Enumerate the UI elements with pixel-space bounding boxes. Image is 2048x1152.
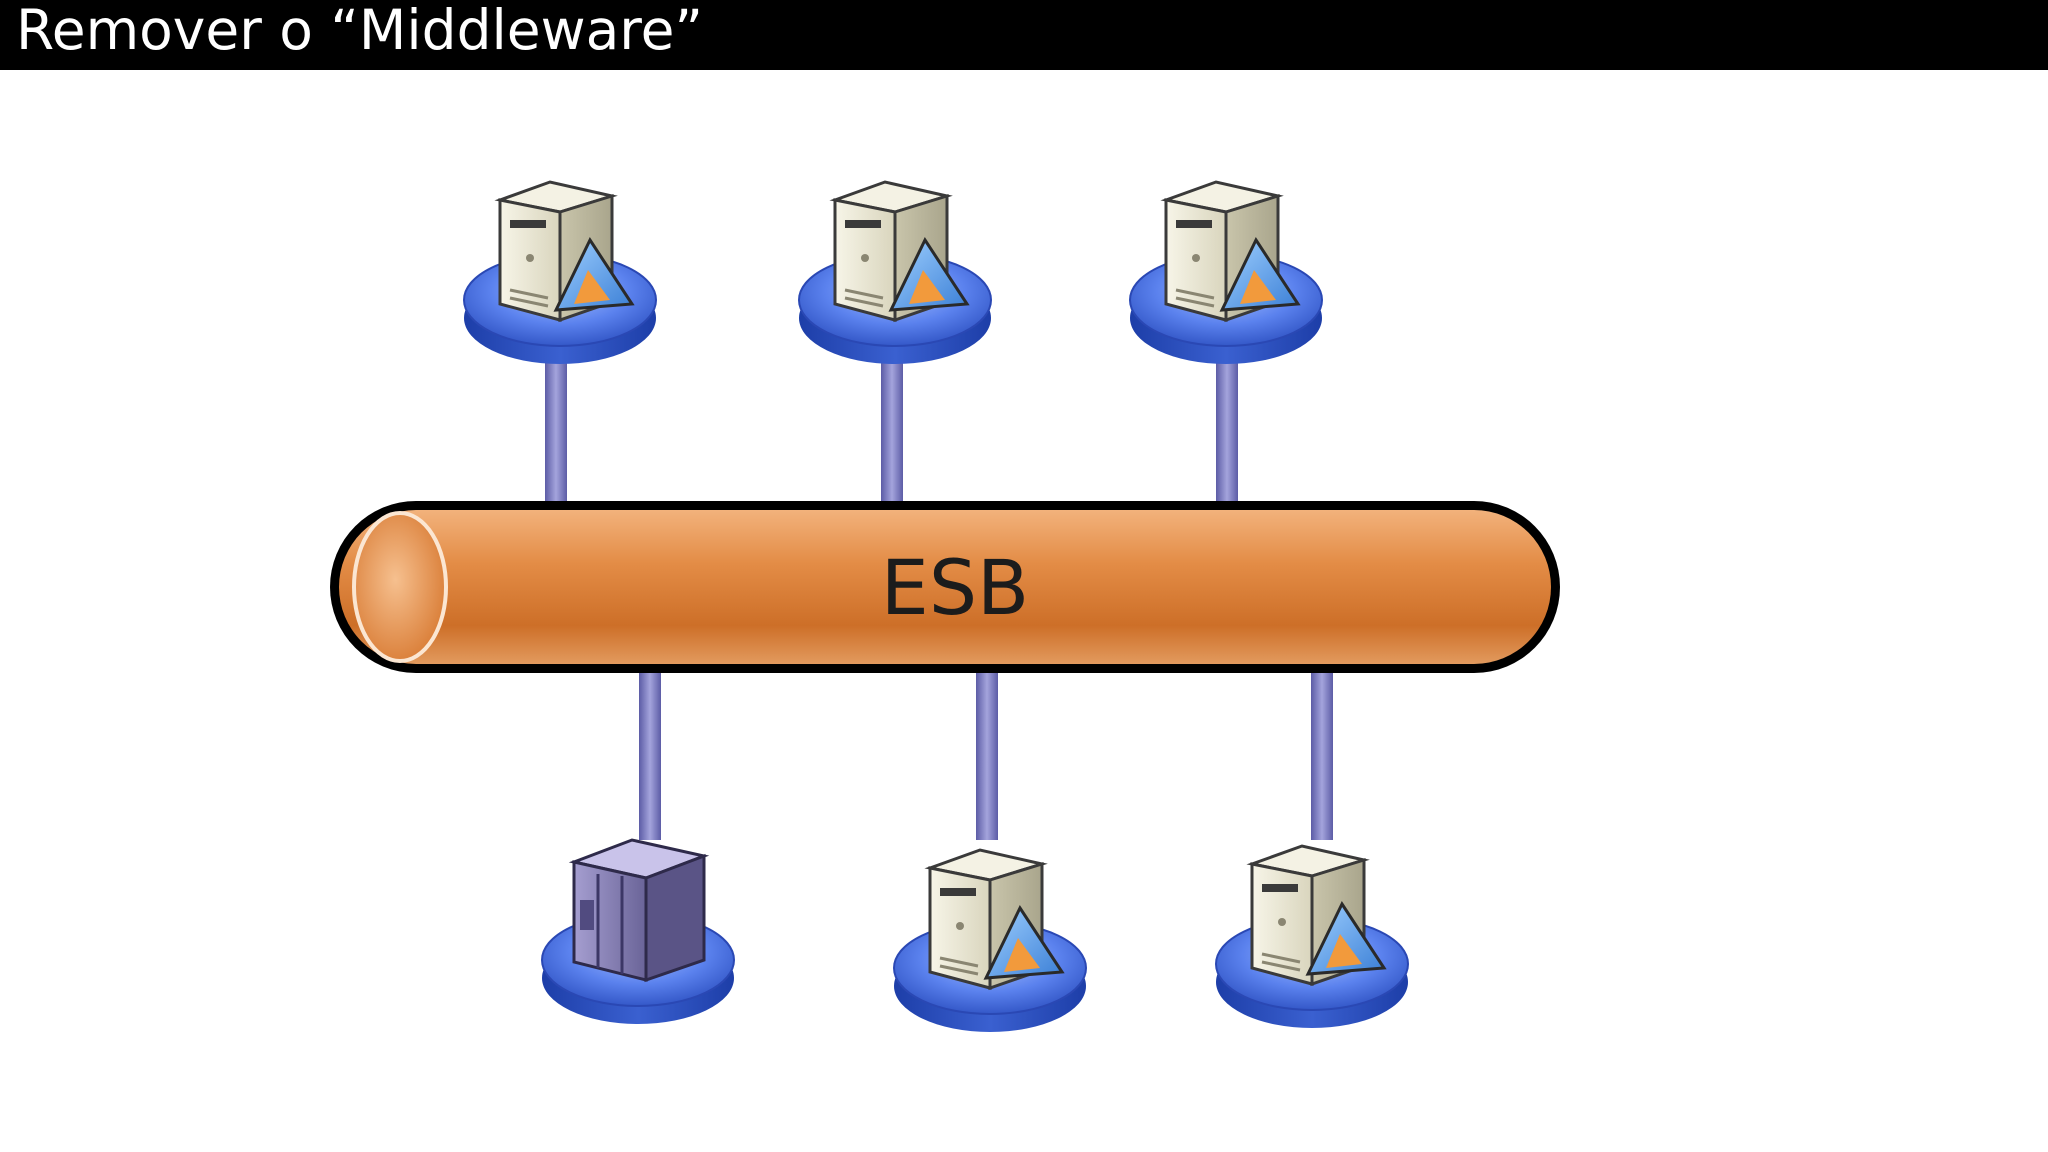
connector-bottom-2 — [976, 670, 998, 840]
connector-bottom-1 — [639, 670, 661, 840]
title-bar: Remover o “Middleware” — [0, 0, 2048, 70]
connector-top-3 — [1216, 360, 1238, 510]
application-badge-icon — [888, 236, 970, 312]
server-node-bottom-3 — [1215, 844, 1409, 1028]
application-badge-icon — [983, 904, 1065, 980]
server-node-top-2 — [798, 180, 992, 364]
server-node-top-1 — [463, 180, 657, 364]
application-badge-icon — [553, 236, 635, 312]
esb-bus: ESB — [330, 501, 1560, 673]
server-node-bottom-2 — [893, 848, 1087, 1032]
server-node-top-3 — [1129, 180, 1323, 364]
connector-bottom-3 — [1311, 670, 1333, 840]
mainframe-icon — [568, 838, 710, 983]
slide-title: Remover o “Middleware” — [16, 0, 704, 62]
connector-top-1 — [545, 360, 567, 510]
esb-label: ESB — [881, 543, 1029, 632]
application-badge-icon — [1219, 236, 1301, 312]
connector-top-2 — [881, 360, 903, 510]
mainframe-node-bottom-1 — [541, 838, 735, 1024]
application-badge-icon — [1305, 900, 1387, 976]
